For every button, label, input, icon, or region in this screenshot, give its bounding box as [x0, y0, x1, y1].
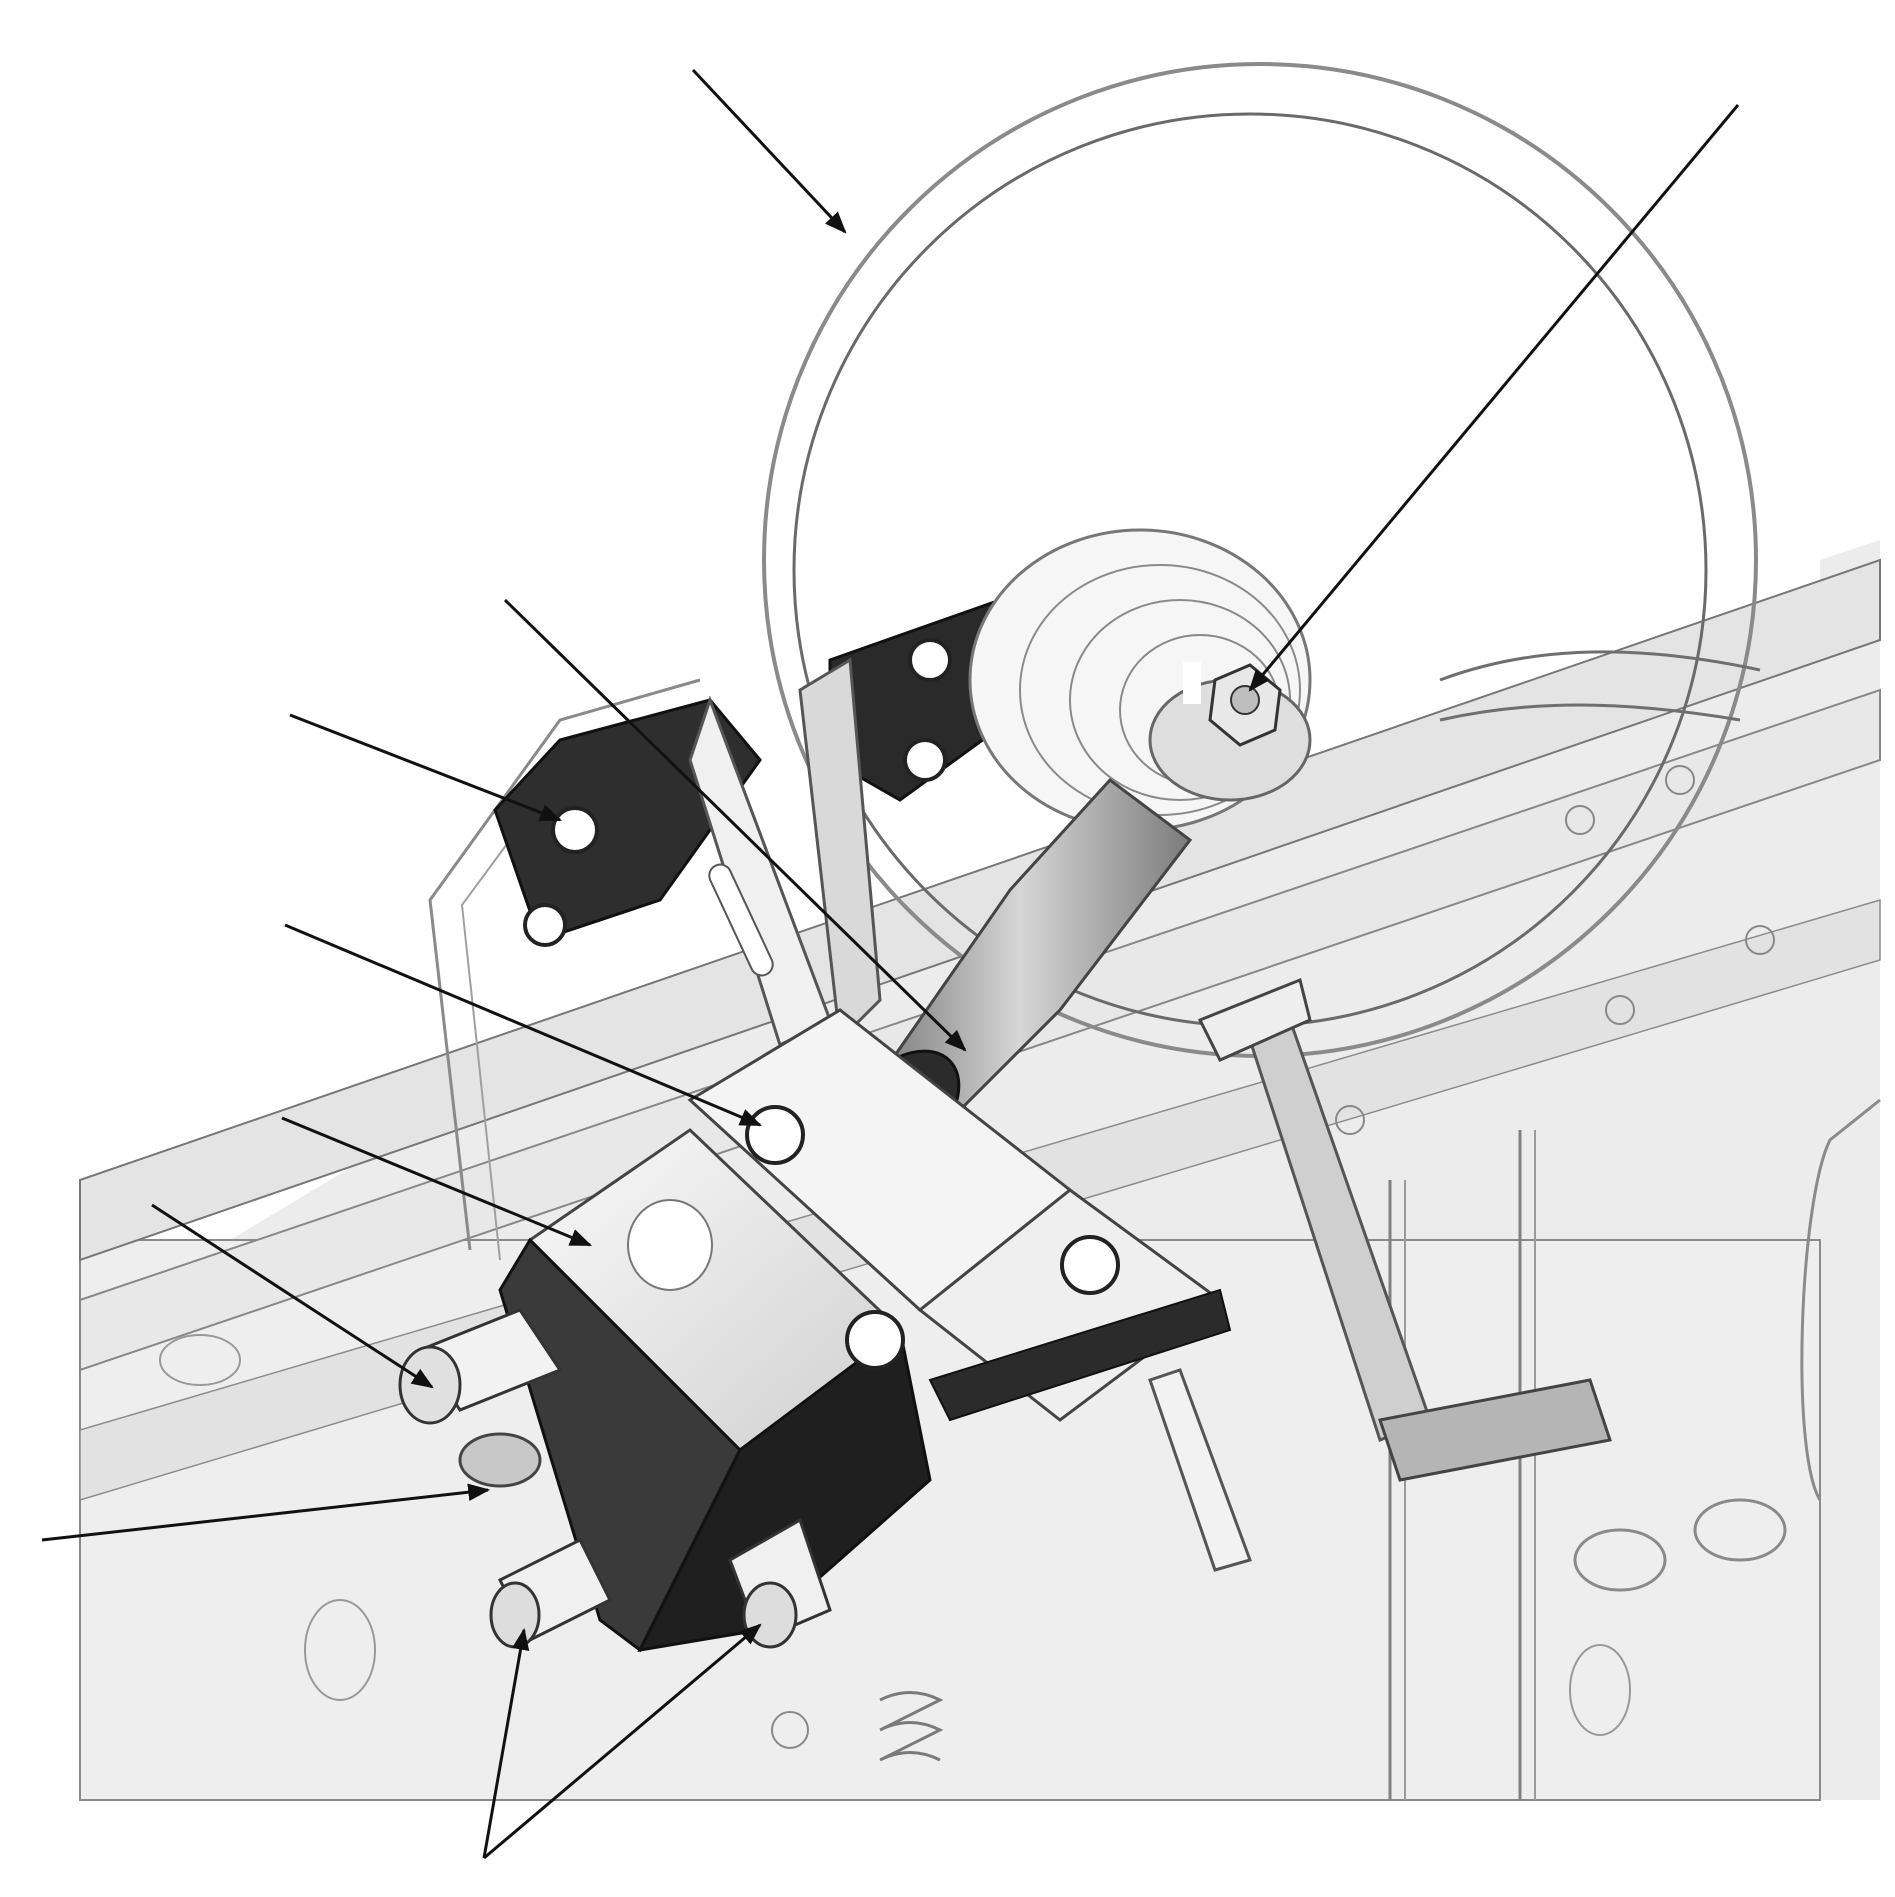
center-nut-stud [1230, 685, 1260, 715]
pulley-ring-1 [1019, 564, 1301, 816]
stud-lower-right-cap [742, 1581, 798, 1649]
leader-center-nut [1248, 104, 1740, 692]
stud-lower-left-cap [489, 1581, 541, 1649]
chassis-right-cutout [1800, 1098, 1881, 1501]
leader-lines [41, 68, 1740, 1860]
upper-bracket [493, 597, 1012, 1048]
leader-shaft [503, 598, 967, 1052]
chassis-rivet-1 [1565, 805, 1595, 835]
leader-washer [41, 1483, 491, 1542]
chassis-hole-1 [1573, 1528, 1667, 1592]
upper-bracket-face [798, 657, 882, 1044]
chassis-hole-4 [304, 1599, 376, 1701]
upper-bracket-slot [708, 863, 774, 977]
lever-arm-tab [1197, 977, 1312, 1062]
chassis-hole-2 [1693, 1498, 1787, 1562]
chassis-hole-3 [1569, 1644, 1631, 1736]
center-nut-highlight [1183, 662, 1201, 704]
gear-housing [498, 1128, 932, 1653]
studs [398, 1308, 832, 1649]
chassis-rivet-5 [1335, 1105, 1365, 1135]
chassis-rivet-3 [1745, 925, 1775, 955]
leader-housing [281, 1116, 593, 1247]
chassis-rivet-2 [1665, 765, 1695, 795]
leader-upper-bolt [289, 713, 563, 822]
bolt-upper-4 [903, 738, 947, 782]
washer [458, 1432, 542, 1488]
mounting-plate-lip [928, 1288, 1232, 1422]
chassis-spring [879, 1691, 944, 1762]
leader-left-stud [151, 1203, 434, 1389]
mounting-plate [687, 1008, 1232, 1422]
bolt-plate-1 [745, 1105, 805, 1165]
chassis-rivet-6 [771, 1711, 809, 1749]
bolt-upper-2 [523, 903, 567, 947]
leader-lower-stud-b [483, 1623, 762, 1860]
gear-housing-boss [627, 1199, 713, 1291]
leader-plate-bolt [284, 923, 763, 1127]
bolt-plate-2 [1060, 1235, 1120, 1295]
lever-arm-foot [1378, 1378, 1612, 1482]
handwheel-spoke [1439, 650, 1761, 722]
bolt-plate-3 [845, 1310, 905, 1370]
lever-arm [1148, 977, 1612, 1572]
lever-arm-rod [1148, 1368, 1252, 1572]
bolt-upper-1 [551, 806, 599, 854]
chassis-hole-5 [159, 1334, 241, 1386]
bolt-upper-3 [908, 638, 952, 682]
chassis-rivet-4 [1605, 995, 1635, 1025]
leader-handwheel [691, 68, 847, 234]
leader-lower-stud-a [482, 1627, 530, 1859]
